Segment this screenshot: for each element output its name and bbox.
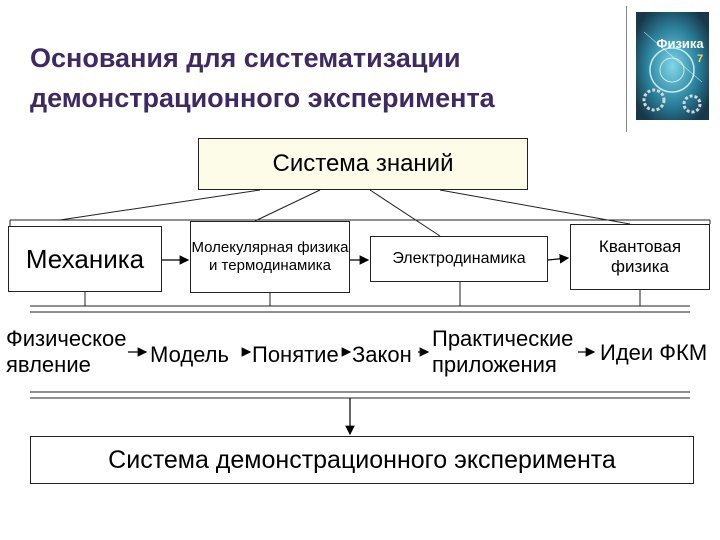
slide-title: Основания для систематизации демонстраци… [30, 43, 495, 113]
branch-mechanics: Механика [8, 226, 162, 292]
branch-molecular-physics: Молекулярная физика и термодинамика [190, 221, 350, 293]
chain-physical-phenomenon: Физическое явление [6, 326, 127, 377]
branch-quantum-physics: Квантовая физика [570, 224, 710, 290]
chain-fkm-ideas: Идеи ФКМ [600, 340, 708, 365]
chain-practical-applications: Практические приложения [432, 326, 574, 377]
demo-experiment-system-box: Система демонстрационного эксперимента [30, 436, 694, 484]
chain-model: Модель [150, 342, 229, 367]
chain-concept: Понятие [252, 342, 339, 367]
branch-electrodynamics: Электродинамика [370, 236, 548, 282]
cover-grade: 7 [697, 53, 703, 65]
knowledge-system-box: Система знаний [198, 138, 528, 190]
chain-law: Закон [352, 342, 412, 367]
divider-line [626, 6, 627, 132]
cover-title: Физика [656, 36, 704, 51]
textbook-cover-image: Физика 7 [636, 12, 709, 120]
